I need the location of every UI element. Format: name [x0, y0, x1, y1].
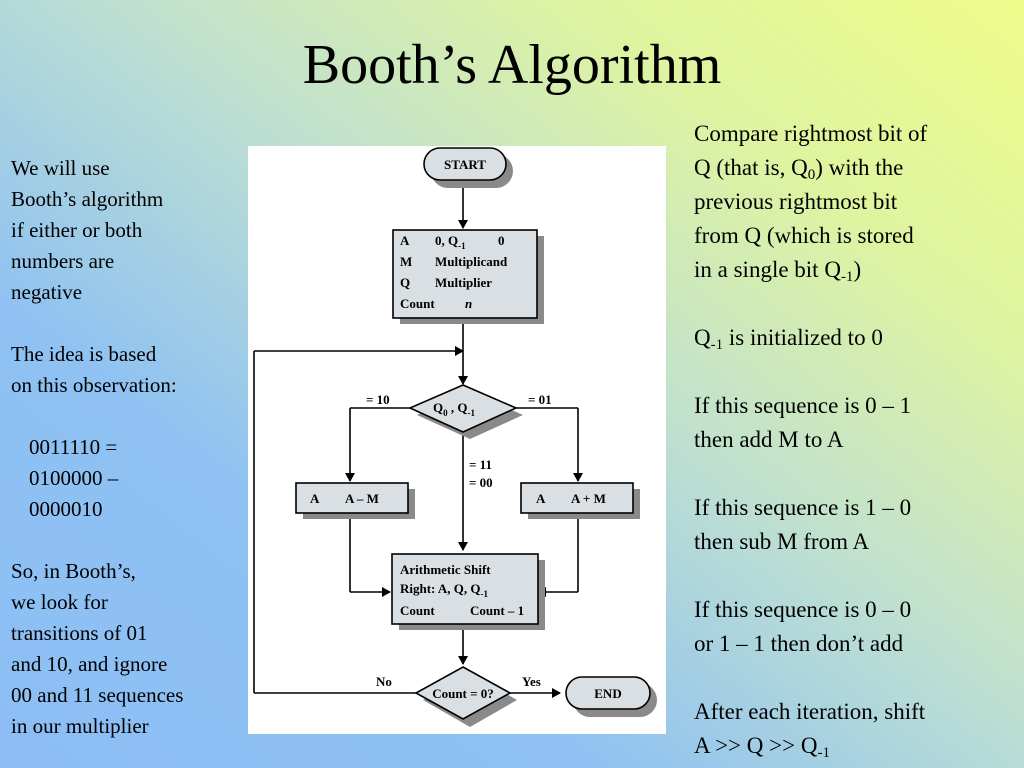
text-line: from Q (which is stored: [694, 223, 914, 248]
text-line: transitions of 01: [11, 621, 148, 645]
flowchart-panel: START A 0, Q-1 0 M Multiplicand Q Multip…: [248, 146, 666, 734]
label-eq-01: = 01: [528, 392, 552, 407]
init-row-m: M: [400, 254, 412, 269]
decision-label: Q0 , Q-1: [433, 400, 475, 418]
text-line: and 10, and ignore: [11, 652, 168, 676]
text-line: If this sequence is 1 – 0: [694, 495, 912, 520]
right-paragraph-compare: Compare rightmost bit of Q (that is, Q0)…: [694, 117, 1014, 287]
slide-title: Booth’s Algorithm: [302, 34, 722, 96]
init-row-q-value: Multiplier: [435, 275, 492, 290]
text-line: So, in Booth’s,: [11, 559, 136, 583]
shift-box: Arithmetic Shift Right: A, Q, Q-1 Count …: [391, 553, 545, 630]
left-text-block: We will use Booth’s algorithm if either …: [11, 153, 241, 742]
label-yes: Yes: [522, 674, 541, 689]
text-line: on this observation:: [11, 373, 177, 397]
text-line: Booth’s algorithm: [11, 187, 164, 211]
text-line: 0100000 –: [29, 466, 119, 490]
subtract-box: A A – M: [295, 482, 415, 519]
init-row-count: Count: [400, 296, 435, 311]
right-text-block: Compare rightmost bit of Q (that is, Q0)…: [694, 117, 1014, 763]
add-expr: A + M: [571, 491, 606, 506]
left-paragraph-intro: We will use Booth’s algorithm if either …: [11, 153, 241, 308]
text-line: negative: [11, 280, 83, 304]
shift-count-expr: Count – 1: [470, 603, 524, 618]
text-line: if either or both: [11, 218, 143, 242]
decision-q0-q-1: Q0 , Q-1: [408, 384, 523, 439]
shift-count: Count: [400, 603, 435, 618]
right-paragraph-shift: After each iteration, shift A >> Q >> Q-…: [694, 695, 1014, 763]
add-target: A: [536, 491, 546, 506]
init-box: A 0, Q-1 0 M Multiplicand Q Multiplier C…: [392, 229, 544, 324]
subtract-expr: A – M: [345, 491, 379, 506]
text-line: Compare rightmost bit of: [694, 121, 928, 146]
left-example: 0011110 = 0100000 – 0000010: [11, 432, 241, 525]
label-eq-11: = 11: [469, 457, 492, 472]
text-line: The idea is based: [11, 342, 157, 366]
label-no: No: [376, 674, 392, 689]
label-eq-00: = 00: [469, 475, 493, 490]
text-line: If this sequence is 0 – 0: [694, 597, 912, 622]
text-line: in our multiplier: [11, 714, 149, 738]
text-line: 0011110 =: [29, 435, 118, 459]
init-row-q: Q: [400, 275, 410, 290]
init-row-a-zero: 0: [498, 233, 505, 248]
count-decision: Count = 0?: [414, 666, 517, 727]
left-paragraph-idea: The idea is based on this observation:: [11, 339, 241, 401]
text-line: numbers are: [11, 249, 115, 273]
left-paragraph-conclusion: So, in Booth’s, we look for transitions …: [11, 556, 241, 742]
count-decision-label: Count = 0?: [432, 686, 494, 701]
text-line: 0000010: [29, 497, 103, 521]
text-line: then add M to A: [694, 427, 844, 452]
end-terminal: END: [565, 676, 657, 717]
shift-line-2: Right: A, Q, Q-1: [400, 581, 489, 599]
flowchart-svg: START A 0, Q-1 0 M Multiplicand Q Multip…: [253, 147, 657, 727]
text-line: If this sequence is 0 – 1: [694, 393, 912, 418]
text-line: in a single bit Q-1): [694, 257, 862, 285]
text-line: We will use: [11, 156, 110, 180]
start-label: START: [444, 157, 486, 172]
text-line: A >> Q >> Q-1: [694, 733, 830, 761]
text-line: After each iteration, shift: [694, 699, 926, 724]
init-row-count-value: n: [465, 296, 472, 311]
init-row-a: A: [400, 233, 410, 248]
start-terminal: START: [423, 147, 513, 188]
shift-line-1: Arithmetic Shift: [400, 562, 491, 577]
subtract-target: A: [310, 491, 320, 506]
add-box: A A + M: [520, 482, 640, 519]
right-paragraph-sub: If this sequence is 1 – 0 then sub M fro…: [694, 491, 1014, 559]
text-line: then sub M from A: [694, 529, 870, 554]
text-line: we look for: [11, 590, 108, 614]
label-eq-10: = 10: [366, 392, 390, 407]
init-row-a-value: 0, Q-1: [435, 233, 466, 251]
right-paragraph-noop: If this sequence is 0 – 0 or 1 – 1 then …: [694, 593, 1014, 661]
right-paragraph-add: If this sequence is 0 – 1 then add M to …: [694, 389, 1014, 457]
text-line: 00 and 11 sequences: [11, 683, 184, 707]
text-line: Q (that is, Q0) with the: [694, 155, 904, 183]
text-line: previous rightmost bit: [694, 189, 898, 214]
end-label: END: [594, 686, 621, 701]
text-line: or 1 – 1 then don’t add: [694, 631, 904, 656]
init-row-m-value: Multiplicand: [435, 254, 508, 269]
right-paragraph-init: Q-1 is initialized to 0: [694, 325, 883, 353]
